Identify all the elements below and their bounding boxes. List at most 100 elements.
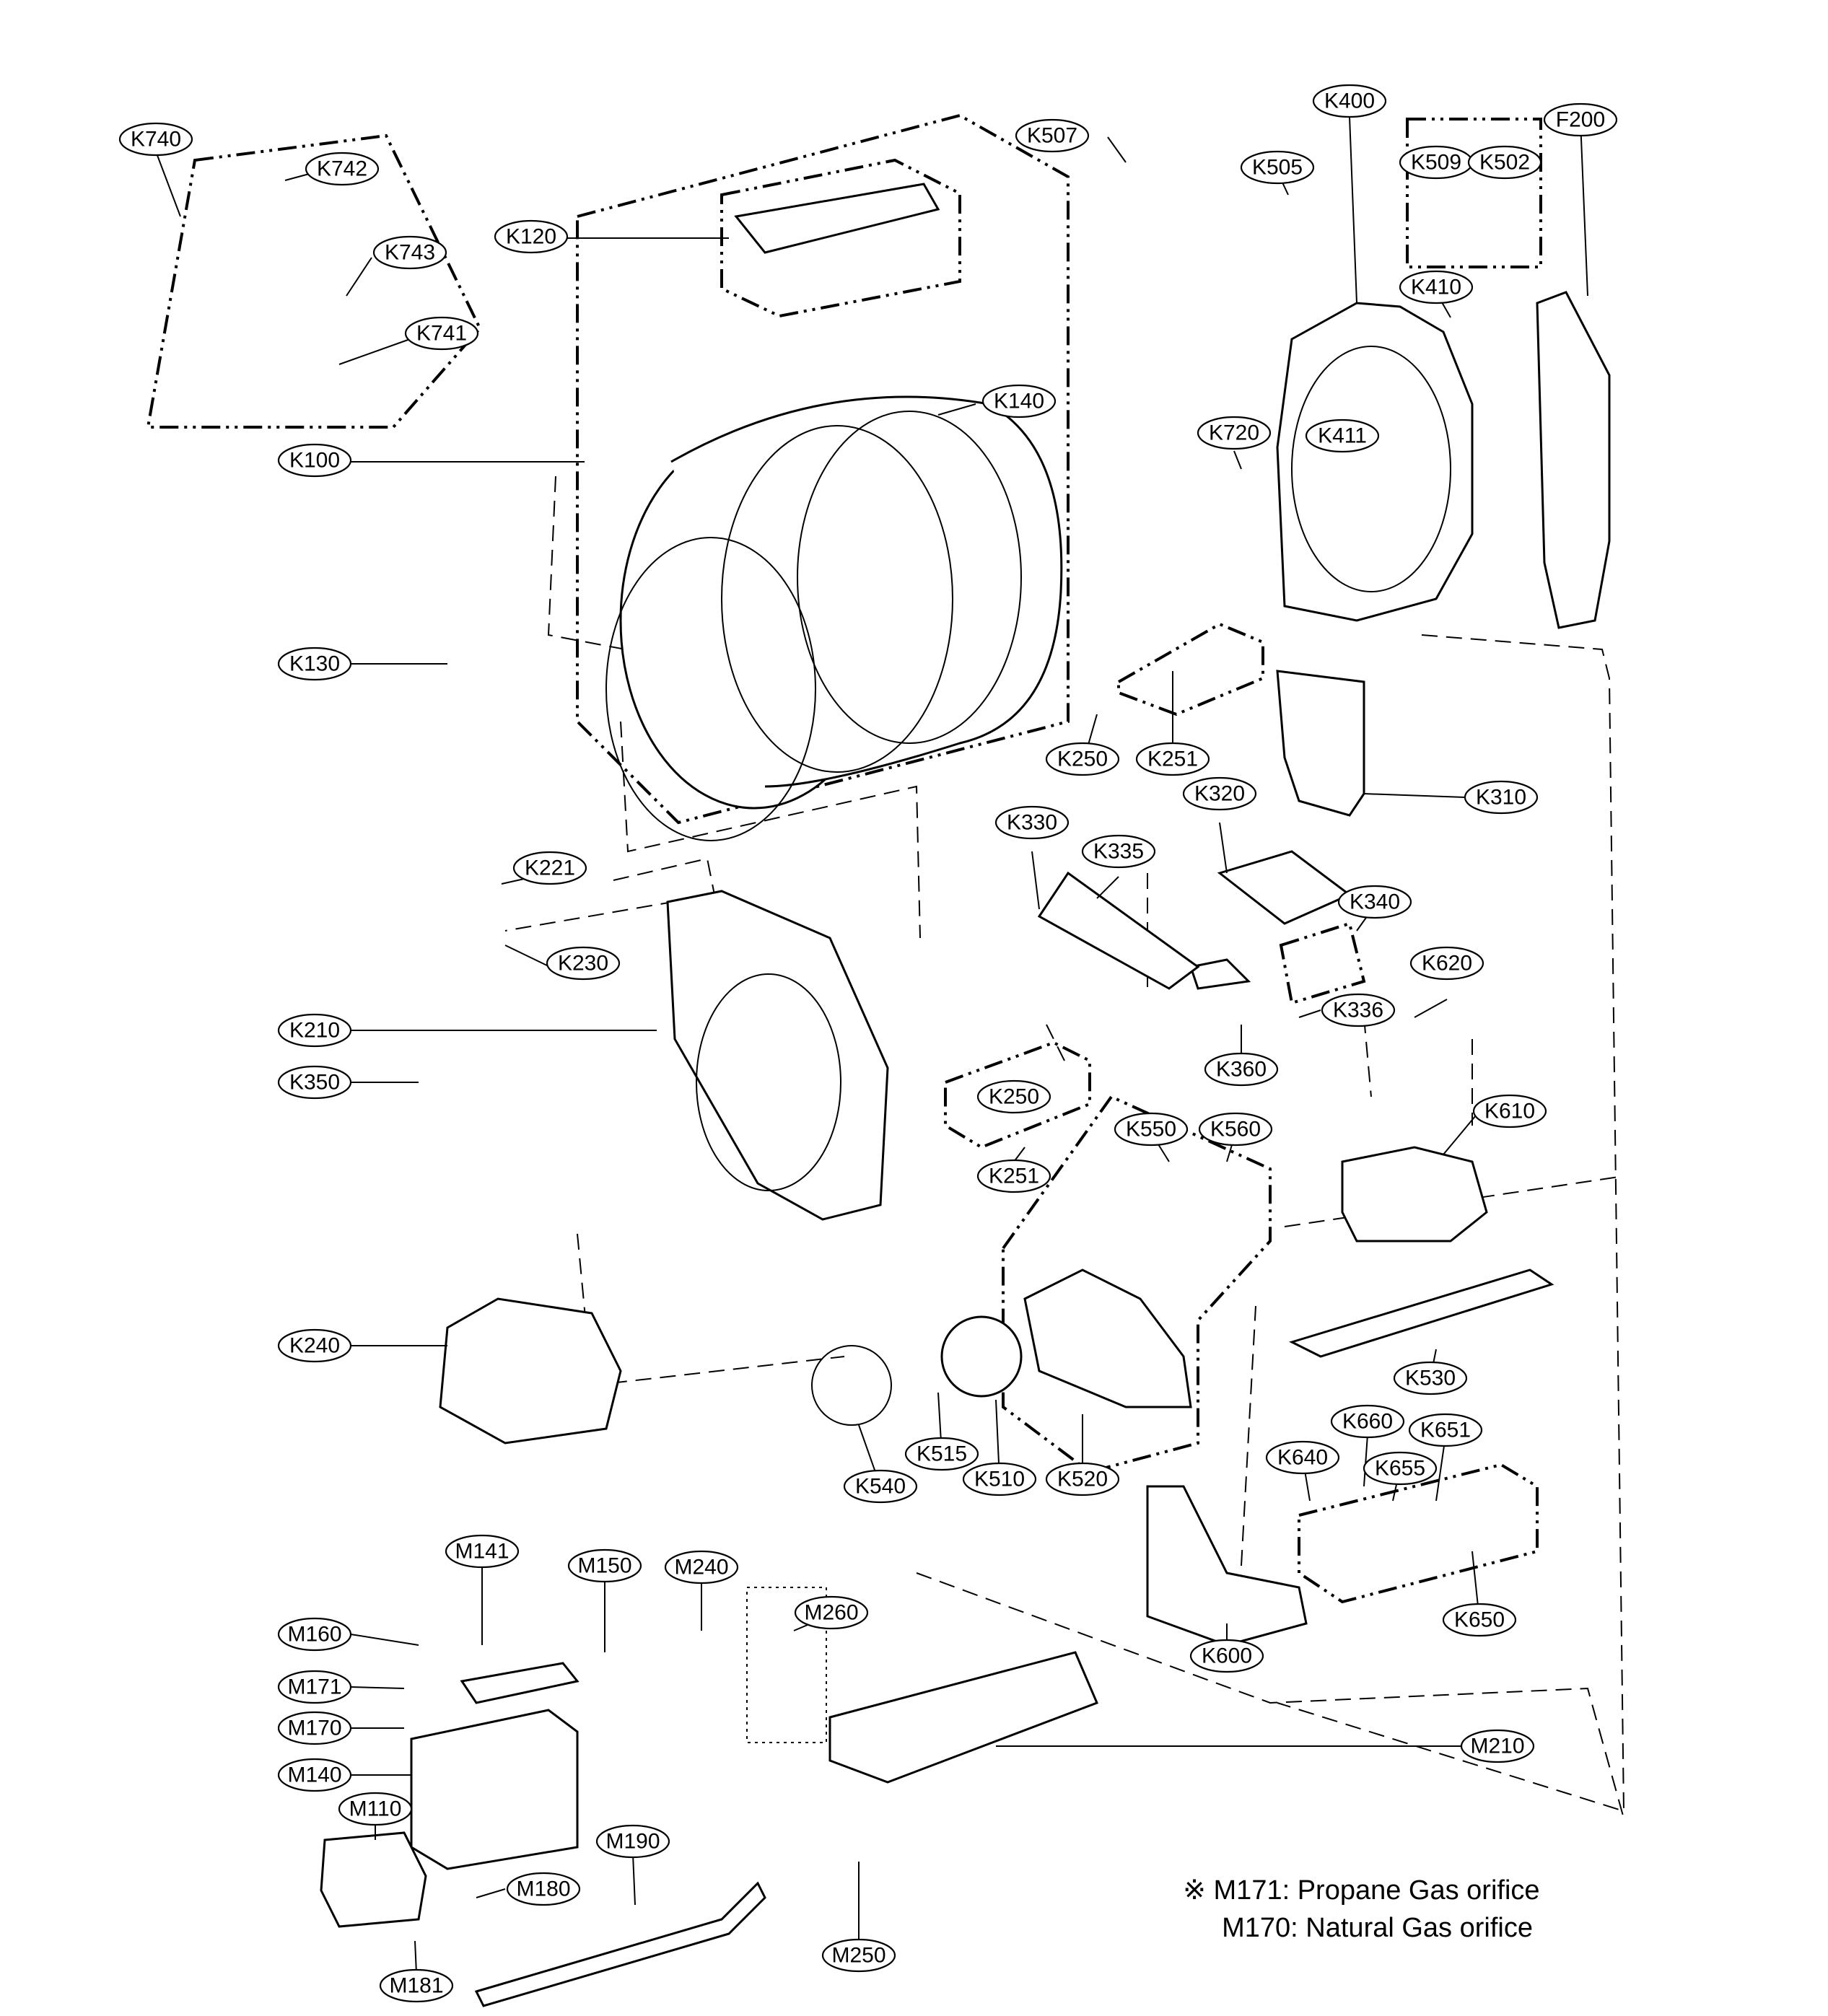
callout-oval	[981, 384, 1057, 418]
callout-oval	[1198, 1112, 1273, 1147]
callout-k505: K505	[1240, 150, 1315, 185]
callout-oval	[567, 1548, 642, 1583]
callout-oval	[494, 219, 569, 254]
callout-label: M141	[455, 1540, 509, 1564]
callout-k510: K510	[962, 1462, 1037, 1496]
callout-label: K310	[1476, 786, 1526, 810]
callout-label: K400	[1324, 89, 1375, 113]
callout-label: M240	[674, 1556, 728, 1579]
rear-duct	[1536, 291, 1611, 629]
callout-k330: K330	[994, 805, 1070, 840]
callout-label: K100	[289, 449, 340, 473]
callout-k140: K140	[981, 384, 1057, 418]
motor	[1341, 1146, 1488, 1243]
drum-group-boundary	[576, 113, 1070, 825]
callout-label: M160	[287, 1623, 341, 1647]
callout-oval	[1543, 102, 1618, 137]
callout-label: K740	[131, 128, 181, 152]
callout-label: K650	[1454, 1608, 1505, 1632]
callout-label: K620	[1422, 952, 1472, 976]
callout-m180: M180	[506, 1872, 581, 1906]
callout-oval	[338, 1792, 413, 1826]
callout-label: K221	[525, 856, 575, 880]
callout-m250: M250	[821, 1938, 896, 1973]
callout-label: K230	[558, 952, 608, 976]
hose-kit-boundary	[146, 133, 482, 429]
note-line-1: M171: Propane Gas orifice	[1213, 1875, 1540, 1906]
callout-label: M260	[804, 1601, 858, 1625]
callout-k251b: K251	[976, 1159, 1051, 1193]
callout-k655: K655	[1363, 1451, 1438, 1486]
callout-oval	[1363, 1451, 1438, 1486]
callout-m141: M141	[445, 1534, 520, 1569]
callout-k251a: K251	[1135, 742, 1210, 776]
callout-k509: K509	[1399, 145, 1474, 180]
callout-oval	[1408, 1413, 1483, 1447]
callout-oval	[1467, 145, 1542, 180]
callout-oval	[1240, 150, 1315, 185]
callout-label: K520	[1057, 1468, 1108, 1491]
callout-k550: K550	[1114, 1112, 1189, 1147]
callout-oval	[821, 1938, 896, 1973]
callout-f200: F200	[1543, 102, 1618, 137]
blower-housing	[1023, 1268, 1192, 1408]
rear-bulkhead	[1276, 302, 1474, 622]
callout-oval	[506, 1872, 581, 1906]
callout-label: K550	[1126, 1118, 1176, 1141]
callout-oval	[404, 316, 479, 351]
callout-oval	[843, 1469, 918, 1504]
callout-oval	[1472, 1094, 1547, 1128]
callout-label: K140	[994, 390, 1044, 413]
callout-k515: K515	[904, 1437, 979, 1471]
lifter	[734, 183, 940, 254]
callout-m171: M171	[277, 1670, 352, 1704]
callout-label: K250	[989, 1085, 1039, 1109]
callout-oval	[277, 1013, 352, 1048]
callout-oval	[904, 1437, 979, 1471]
note-symbol: ※	[1183, 1875, 1206, 1906]
blower-wheel	[940, 1315, 1023, 1398]
callout-label: K336	[1333, 999, 1383, 1022]
callout-k530: K530	[1393, 1361, 1468, 1395]
callout-k743: K743	[372, 235, 447, 270]
callout-k250a: K250	[1045, 742, 1120, 776]
exhaust-duct	[1288, 1268, 1554, 1358]
callout-oval	[1204, 1052, 1279, 1087]
belt-clip	[1189, 958, 1251, 990]
callout-oval	[1442, 1603, 1517, 1637]
callout-label: K610	[1484, 1100, 1535, 1123]
callout-label: K320	[1194, 782, 1245, 806]
bracket-piece	[1037, 871, 1200, 990]
callout-k230: K230	[546, 946, 621, 981]
gas-orifice-note: ※ M171: Propane Gas orifice	[1168, 1834, 1540, 1909]
callout-label: K350	[289, 1071, 340, 1095]
callout-label: K741	[416, 322, 467, 346]
callout-k410: K410	[1399, 270, 1474, 304]
callout-label: M150	[577, 1554, 631, 1578]
sensor-group-boundary	[1406, 118, 1542, 268]
callout-oval	[1330, 1404, 1405, 1439]
callout-oval	[118, 122, 193, 157]
callout-label: M170	[287, 1717, 341, 1740]
callout-k650: K650	[1442, 1603, 1517, 1637]
callout-label: K540	[855, 1475, 906, 1499]
callout-label: K743	[385, 241, 435, 265]
callout-oval	[277, 1065, 352, 1100]
callout-k210: K210	[277, 1013, 352, 1048]
callout-k520: K520	[1045, 1462, 1120, 1496]
callout-k130: K130	[277, 647, 352, 681]
callout-label: K360	[1216, 1058, 1267, 1082]
callout-oval	[976, 1079, 1051, 1114]
callout-label: K251	[1147, 748, 1198, 771]
parts	[320, 183, 1611, 2007]
callout-k740: K740	[118, 122, 193, 157]
callout-oval	[277, 1617, 352, 1652]
callout-m240: M240	[664, 1550, 739, 1585]
callout-k651: K651	[1408, 1413, 1483, 1447]
callout-oval	[546, 946, 621, 981]
drum-rib-1	[721, 425, 953, 773]
callout-k540: K540	[843, 1469, 918, 1504]
callout-label: K600	[1202, 1644, 1252, 1668]
callout-oval	[277, 647, 352, 681]
